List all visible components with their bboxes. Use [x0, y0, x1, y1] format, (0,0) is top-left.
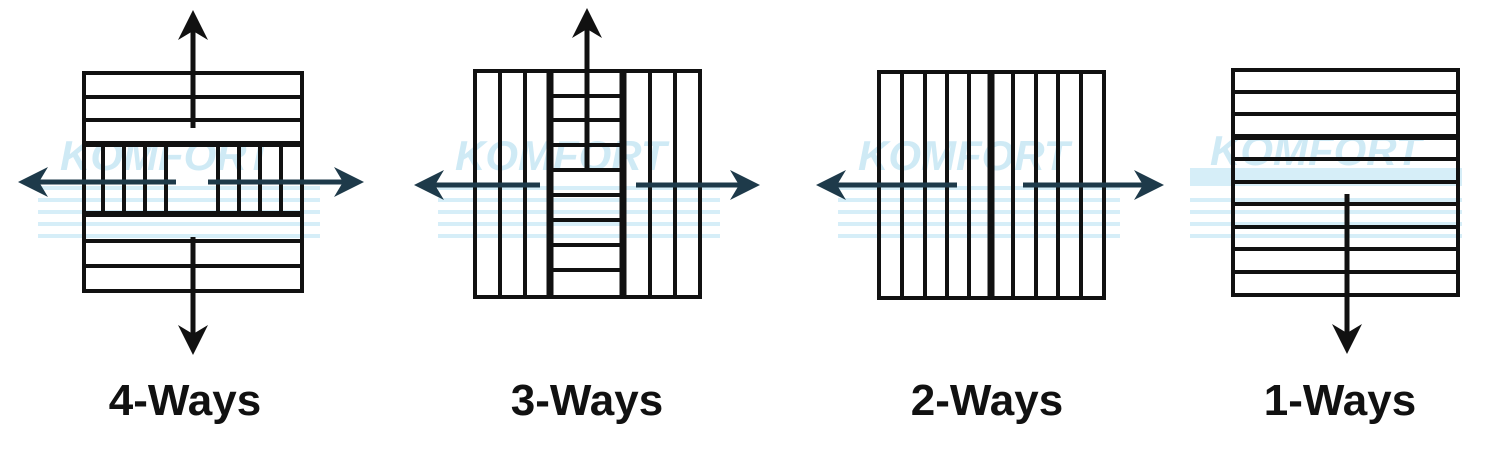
- label-two-way: 2-Ways: [911, 376, 1063, 425]
- watermark-text: KOMFORT: [858, 132, 1073, 179]
- one-way-diffuser: [1231, 68, 1460, 354]
- middle-vanes: [101, 144, 283, 214]
- label-one-way: 1-Ways: [1264, 376, 1416, 425]
- two-way-diffuser: [816, 70, 1164, 300]
- four-way-diffuser: [17, 10, 364, 355]
- label-four-way: 4-Ways: [109, 376, 261, 425]
- three-way-diffuser: [414, 8, 760, 299]
- watermark-4: KOMFORT: [1190, 127, 1462, 238]
- label-three-way: 3-Ways: [511, 376, 663, 425]
